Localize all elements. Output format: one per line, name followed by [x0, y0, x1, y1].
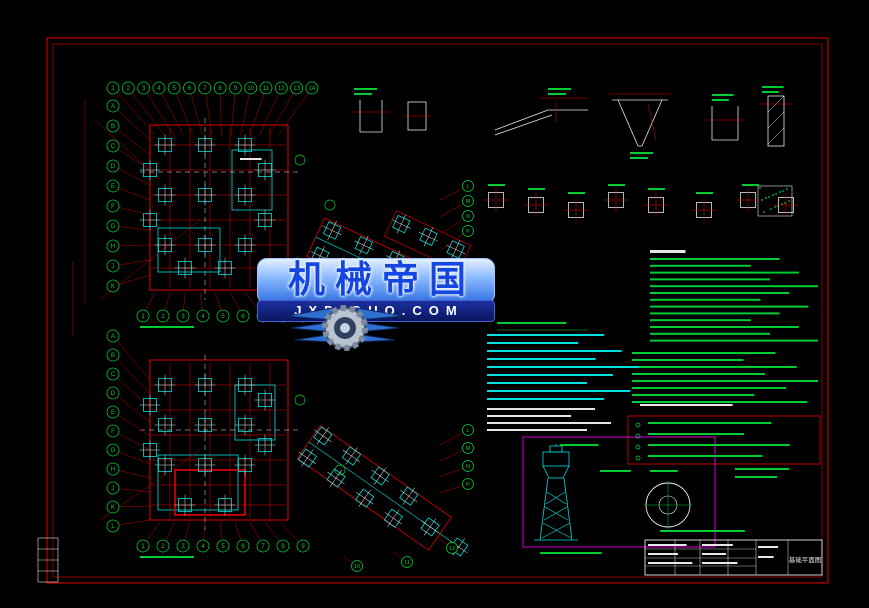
- svg-text:L: L: [466, 184, 469, 190]
- svg-text:1: 1: [141, 544, 145, 550]
- watermark: 机械帝国 JXDIGUO.COM: [257, 258, 495, 351]
- svg-text:3: 3: [142, 86, 146, 92]
- svg-text:F: F: [111, 204, 115, 210]
- svg-text:L: L: [466, 428, 469, 434]
- svg-text:A: A: [111, 104, 115, 110]
- svg-text:1: 1: [111, 86, 115, 92]
- svg-text:3: 3: [181, 544, 185, 550]
- svg-text:H: H: [111, 244, 115, 250]
- svg-text:4: 4: [201, 314, 205, 320]
- svg-text:10: 10: [354, 564, 360, 570]
- svg-text:M: M: [466, 199, 471, 205]
- svg-text:6: 6: [188, 86, 192, 92]
- svg-text:10: 10: [247, 86, 254, 92]
- svg-text:K: K: [111, 505, 115, 511]
- svg-text:1: 1: [141, 314, 145, 320]
- svg-text:D: D: [111, 391, 116, 397]
- svg-text:12: 12: [449, 546, 455, 552]
- svg-text:K: K: [111, 284, 115, 290]
- svg-text:5: 5: [221, 314, 225, 320]
- svg-text:P: P: [466, 482, 470, 488]
- svg-text:F: F: [111, 429, 115, 435]
- svg-text:E: E: [111, 410, 115, 416]
- svg-text:2: 2: [127, 86, 131, 92]
- svg-text:B: B: [111, 124, 115, 130]
- svg-text:M: M: [466, 446, 471, 452]
- svg-text:9: 9: [301, 544, 305, 550]
- svg-text:C: C: [111, 372, 116, 378]
- svg-text:L: L: [111, 524, 115, 530]
- svg-text:E: E: [111, 184, 115, 190]
- title-block-drawing-title: 基础平面图: [789, 555, 822, 564]
- svg-text:J: J: [112, 486, 115, 492]
- svg-text:7: 7: [203, 86, 207, 92]
- svg-text:11: 11: [404, 560, 410, 566]
- svg-text:14: 14: [309, 86, 316, 92]
- svg-text:5: 5: [221, 544, 225, 550]
- svg-text:3: 3: [181, 314, 185, 320]
- svg-text:G: G: [111, 448, 116, 454]
- svg-text:P: P: [466, 229, 470, 235]
- svg-text:11: 11: [263, 86, 270, 92]
- svg-text:J: J: [112, 264, 115, 270]
- svg-text:4: 4: [157, 86, 161, 92]
- svg-text:N: N: [466, 464, 470, 470]
- svg-text:5: 5: [173, 86, 177, 92]
- svg-text:6: 6: [241, 544, 245, 550]
- svg-text:N: N: [466, 214, 470, 220]
- svg-text:2: 2: [161, 314, 165, 320]
- svg-text:B: B: [111, 353, 115, 359]
- svg-text:6: 6: [241, 314, 245, 320]
- svg-text:2: 2: [161, 544, 165, 550]
- svg-text:D: D: [111, 164, 116, 170]
- svg-text:C: C: [111, 144, 116, 150]
- watermark-brand-text: 机械帝国: [257, 258, 495, 304]
- svg-text:4: 4: [201, 544, 205, 550]
- svg-text:7: 7: [261, 544, 265, 550]
- svg-text:8: 8: [281, 544, 285, 550]
- svg-text:12: 12: [278, 86, 285, 92]
- svg-text:A: A: [111, 334, 115, 340]
- svg-text:8: 8: [218, 86, 222, 92]
- drawing-geometry: 1234567891011121314ABCDEFGHJK123456789LM…: [37, 37, 829, 584]
- svg-text:G: G: [111, 224, 116, 230]
- svg-text:13: 13: [293, 86, 300, 92]
- svg-text:9: 9: [234, 86, 238, 92]
- svg-text:H: H: [111, 467, 115, 473]
